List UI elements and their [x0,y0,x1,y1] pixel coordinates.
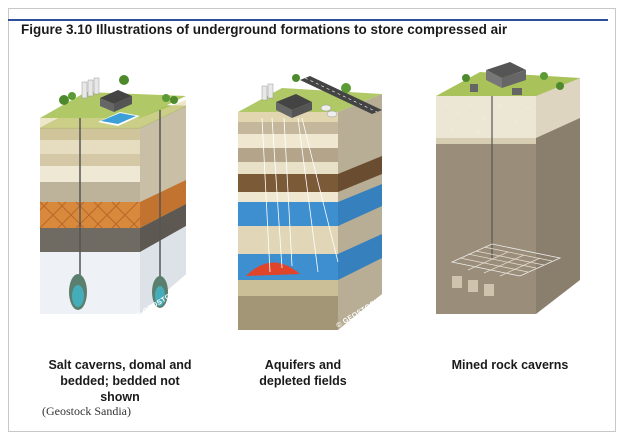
aquifer-block: © GEOSTOCK [238,74,382,330]
figure-frame [8,8,616,432]
figure-credit: (Geostock Sandia) [42,404,131,418]
figure-title: Figure 3.10 Illustrations of underground… [21,22,508,37]
caption-salt-caverns: Salt caverns, domal and bedded; bedded n… [40,357,200,405]
caption-mined-rock: Mined rock caverns [440,357,580,373]
caption-aquifers-line1: Aquifers and [264,358,342,372]
caption-salt-line2: bedded; bedded not shown [60,374,180,404]
caption-salt-line1: Salt caverns, domal and [48,358,192,372]
caption-aquifers-line2: depleted fields [259,374,347,388]
salt-cavern-block: © GEOSTOCK [39,75,187,320]
caption-mined-line1: Mined rock caverns [451,358,569,372]
figure-title-rule [8,19,608,21]
mined-rock-block: © GEOSTOCK [436,62,580,322]
caption-aquifers: Aquifers and depleted fields [248,357,358,389]
